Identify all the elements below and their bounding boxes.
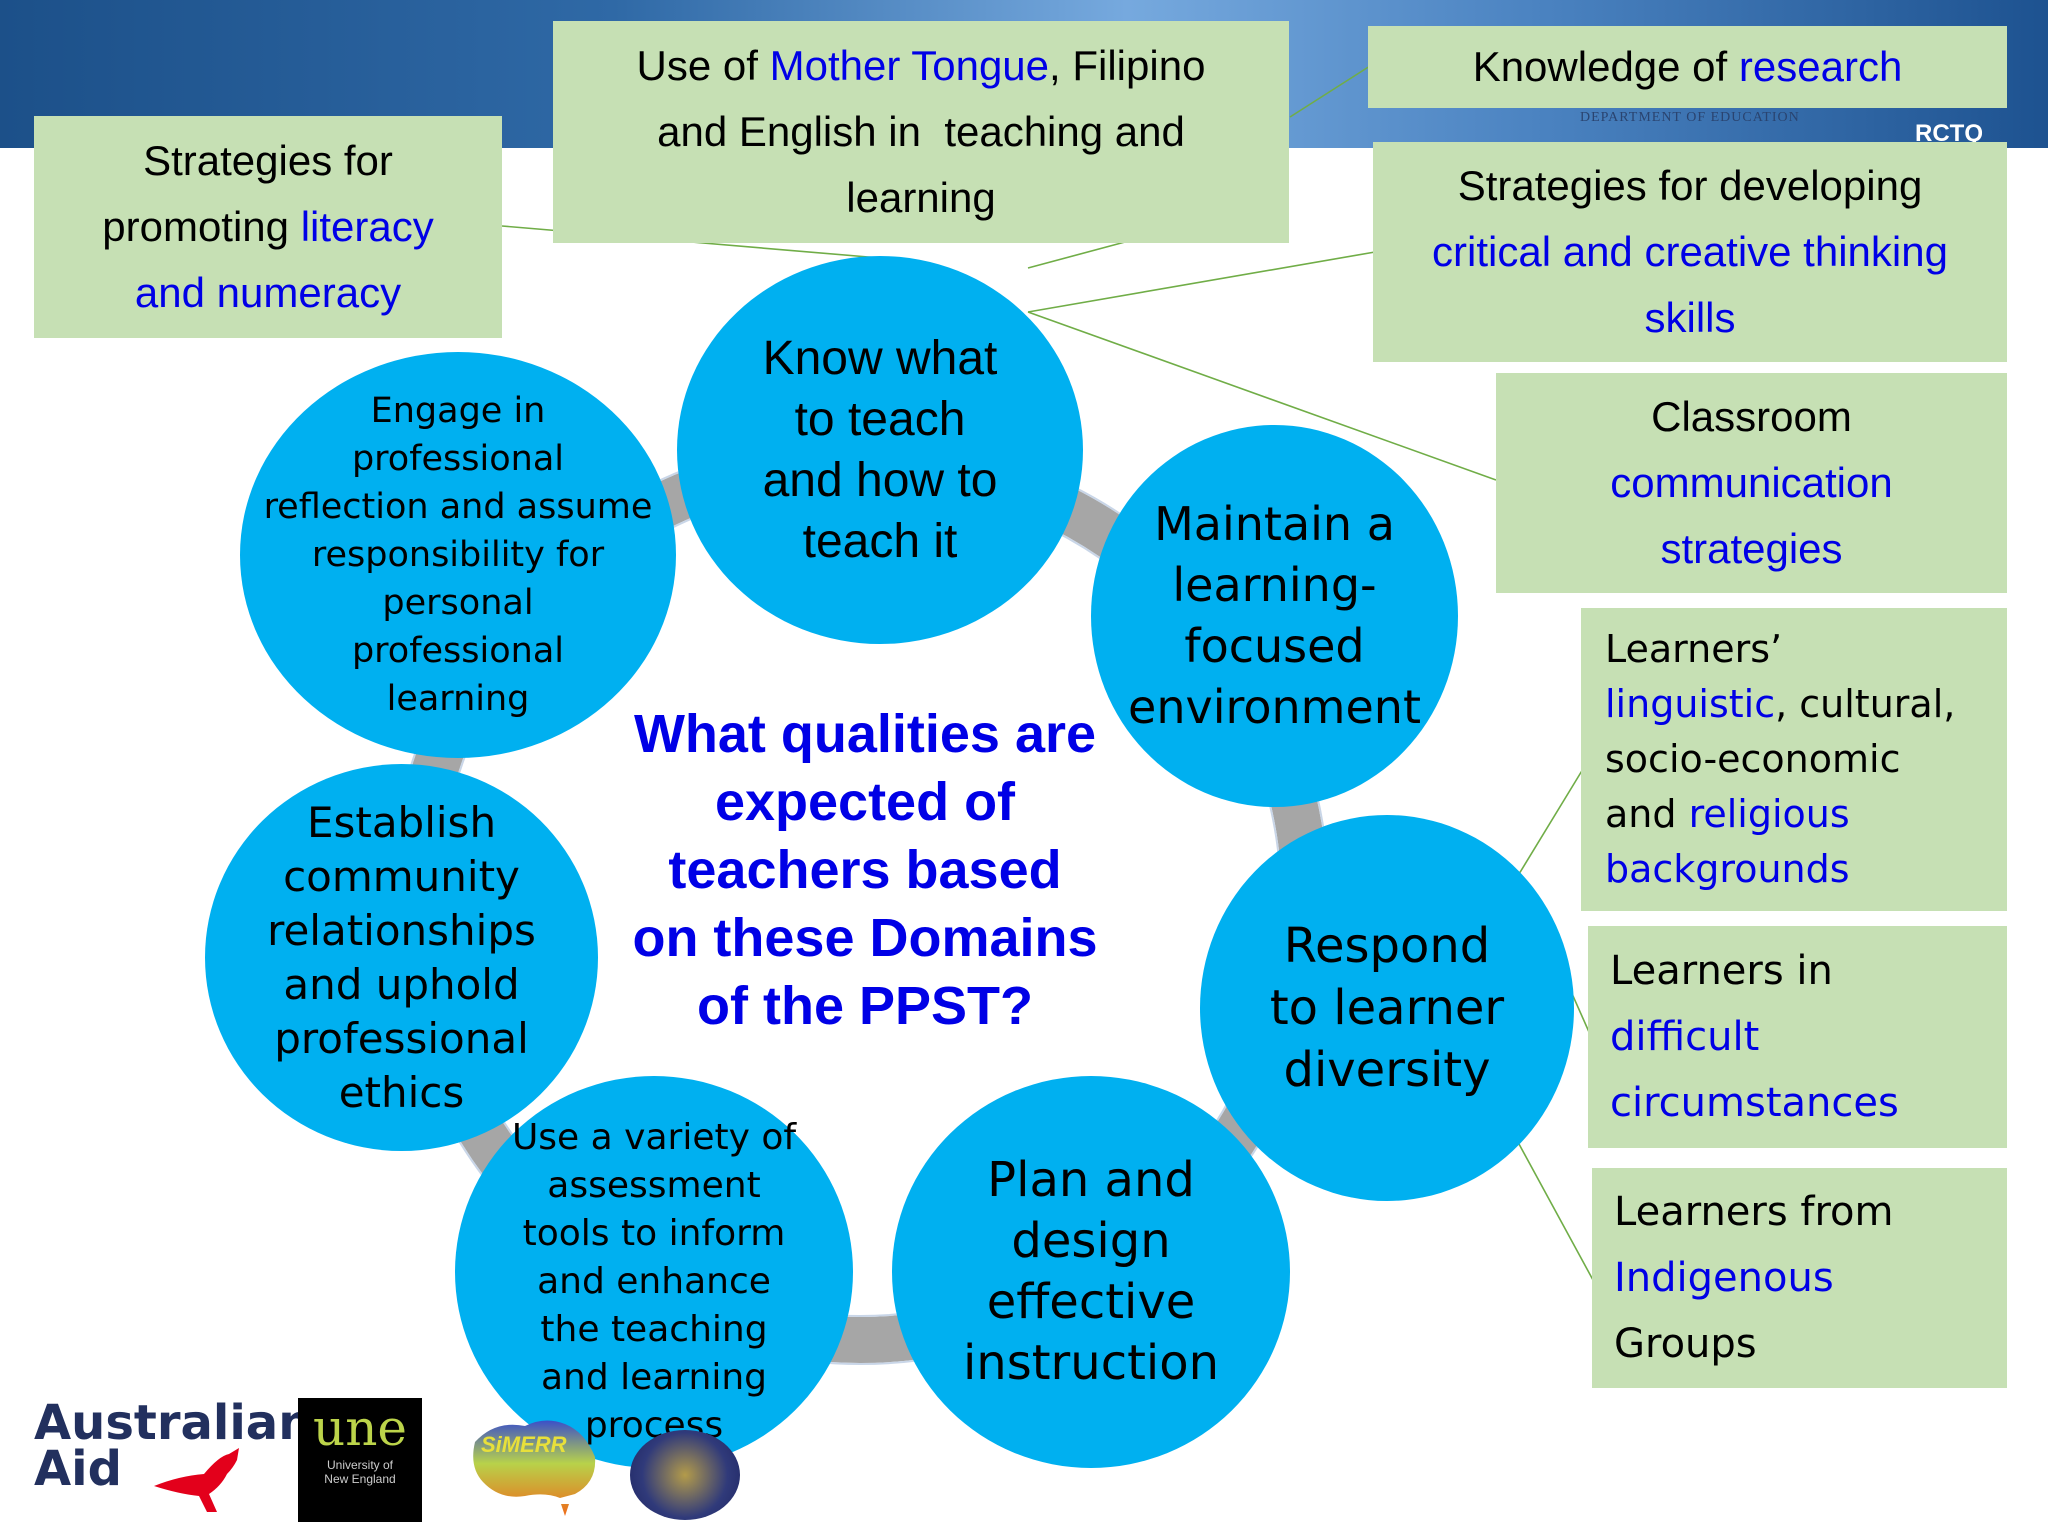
box-mother-tongue: Use of Mother Tongue, Filipino and Engli… — [553, 21, 1289, 243]
box-critical-thinking: Strategies for developing critical and c… — [1373, 142, 2007, 362]
university-seal-logo — [630, 1430, 740, 1520]
center-question: What qualities are expected of teachers … — [632, 704, 1098, 1036]
domain-know-what-to-teach: Know what to teach and how to teach it — [677, 256, 1083, 644]
domain-learner-diversity: Respond to learner diversity — [1200, 815, 1574, 1201]
une-logo: une University of New England — [298, 1398, 422, 1522]
svg-text:SiMERR: SiMERR — [481, 1432, 567, 1457]
domain-community-relationships: Establish community relationships and up… — [205, 764, 598, 1151]
box-research: Knowledge of research — [1368, 26, 2007, 108]
domain-learning-environment: Maintain a learning- focused environment — [1091, 425, 1458, 807]
box-indigenous-groups: Learners from Indigenous Groups — [1592, 1168, 2007, 1388]
australian-aid-logo: Australian Aid — [34, 1399, 312, 1520]
box-literacy-numeracy: Strategies for promoting literacy and nu… — [34, 116, 502, 338]
box-classroom-communication: Classroom communication strategies — [1496, 373, 2007, 593]
domain-professional-reflection: Engage in professional reflection and as… — [240, 352, 676, 758]
domain-assessment: Use a variety of assessment tools to inf… — [455, 1076, 853, 1468]
simerr-logo: SiMERR — [465, 1412, 605, 1516]
domain-plan-and-design: Plan and design effective instruction — [892, 1076, 1290, 1468]
deped-logo-text: DEPARTMENT OF EDUCATION — [1580, 110, 1800, 125]
kangaroo-icon — [153, 1448, 239, 1512]
australia-map-icon: SiMERR — [473, 1420, 596, 1516]
box-difficult-circumstances: Learners in difficult circumstances — [1588, 926, 2007, 1148]
box-learner-backgrounds: Learners’ linguistic, cultural, socio-ec… — [1581, 608, 2007, 911]
